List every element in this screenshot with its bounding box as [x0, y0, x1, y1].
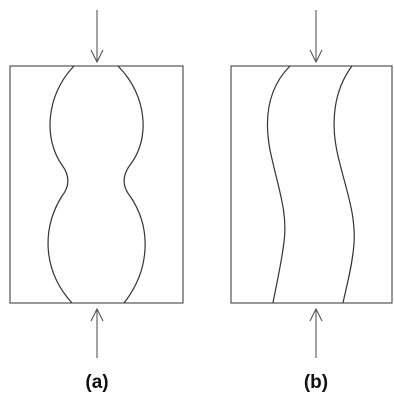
panel-a-left-profile — [47, 65, 75, 304]
panel-b-label: (b) — [304, 372, 328, 393]
panel-b-left-profile — [266, 65, 291, 304]
panel-a-specimen-frame — [9, 65, 184, 304]
panel-b-bottom-arrow — [309, 307, 323, 358]
panel-b-right-profile — [333, 65, 355, 304]
panel-a-top-arrow — [90, 10, 104, 64]
panel-a-bottom-arrow — [90, 307, 104, 358]
panel-b-specimen-frame — [230, 65, 393, 304]
panel-b: (b) — [230, 10, 393, 393]
panel-a-label: (a) — [85, 372, 108, 393]
panel-b-top-arrow — [309, 10, 323, 64]
panel-a: (a) — [9, 10, 184, 393]
panel-a-right-profile — [117, 65, 146, 304]
